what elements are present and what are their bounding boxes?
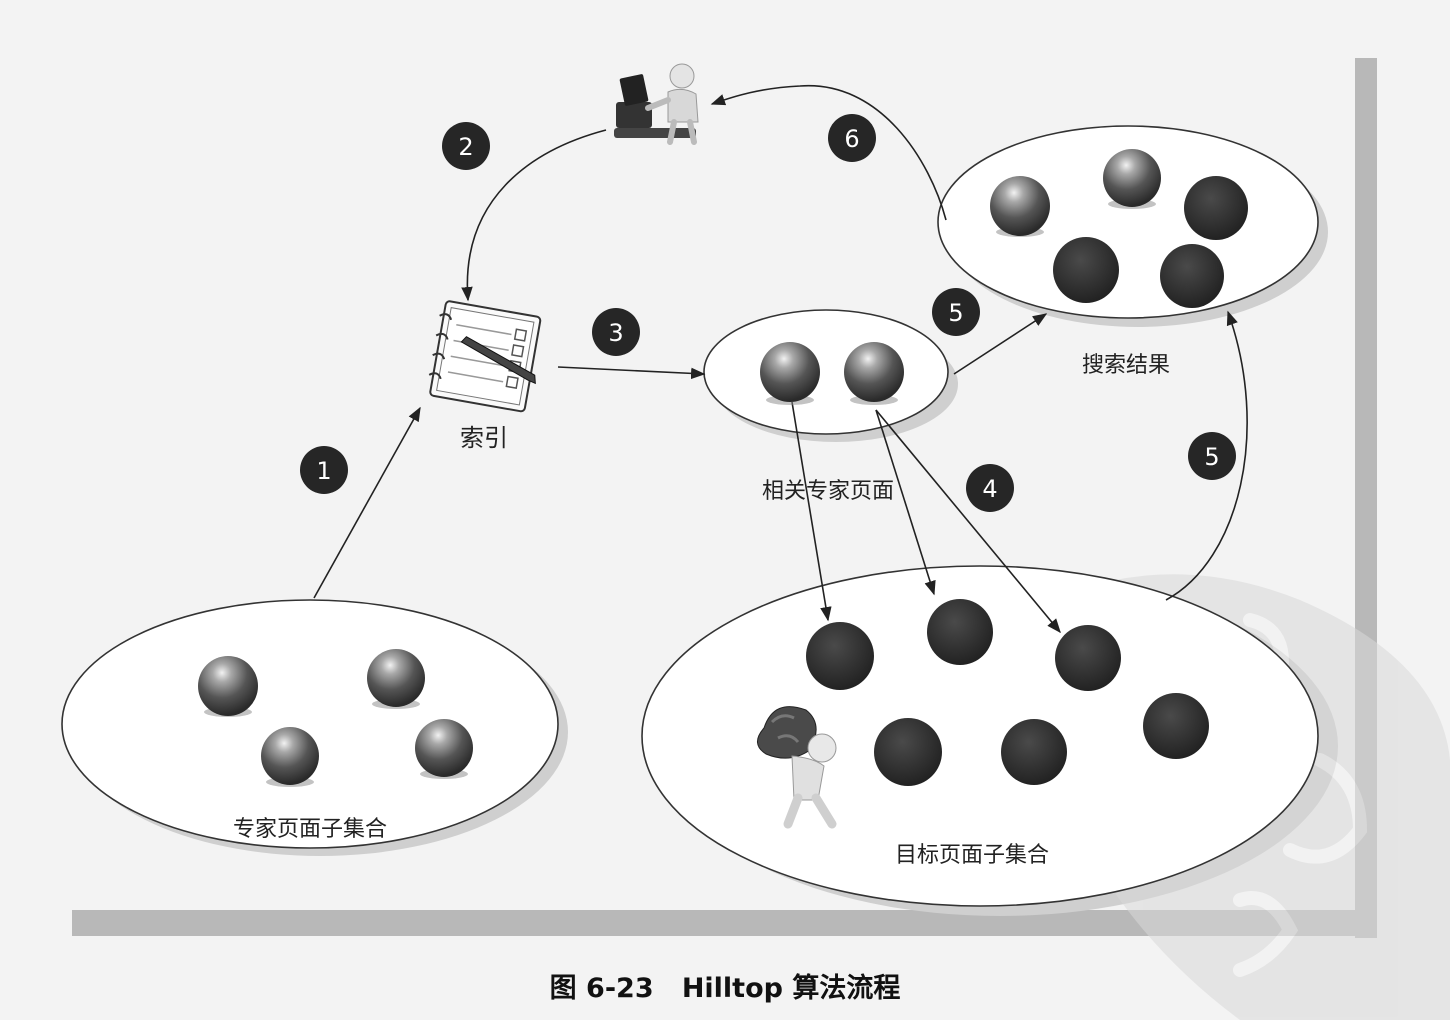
step-number: 3 bbox=[608, 319, 623, 347]
step-badge-3: 3 bbox=[592, 308, 640, 356]
related-expert-sphere bbox=[844, 342, 904, 402]
related-experts-label: 相关专家页面 bbox=[762, 479, 894, 504]
search-result-sphere bbox=[1160, 244, 1224, 308]
target-page-sphere bbox=[1055, 625, 1121, 691]
figure-caption: 图 6-23 Hilltop 算法流程 bbox=[0, 966, 1450, 1005]
target-subset-label: 目标页面子集合 bbox=[895, 843, 1049, 868]
step-badge-2: 2 bbox=[442, 122, 490, 170]
step-badge-6: 6 bbox=[828, 114, 876, 162]
related-expert-sphere bbox=[760, 342, 820, 402]
search-result-sphere bbox=[990, 176, 1050, 236]
arrow-step-1 bbox=[313, 406, 421, 599]
person-carrying-load-icon bbox=[757, 706, 837, 829]
expert-subset-pages bbox=[198, 649, 473, 787]
step-badge-4: 4 bbox=[966, 464, 1014, 512]
flow-arrows bbox=[313, 85, 1248, 634]
step-number: 5 bbox=[1204, 443, 1219, 471]
related-experts-ellipse bbox=[703, 309, 949, 435]
search-results-label: 搜索结果 bbox=[1082, 353, 1170, 378]
expert-page-sphere bbox=[415, 719, 473, 777]
step-badge-5b: 5 bbox=[1188, 432, 1236, 480]
step-number: 4 bbox=[982, 475, 997, 503]
step-badge-5a: 5 bbox=[932, 288, 980, 336]
step-number: 5 bbox=[948, 299, 963, 327]
search-result-sphere bbox=[1184, 176, 1248, 240]
arrow-step-6 bbox=[710, 85, 947, 221]
target-page-sphere bbox=[1001, 719, 1067, 785]
search-result-pages bbox=[990, 149, 1248, 308]
arrow-step-4b bbox=[875, 409, 936, 596]
expert-subset-label: 专家页面子集合 bbox=[233, 817, 387, 842]
step-number: 2 bbox=[458, 133, 473, 161]
expert-subset-ellipse bbox=[61, 599, 559, 849]
search-result-sphere bbox=[1103, 149, 1161, 207]
expert-page-sphere bbox=[198, 656, 258, 716]
expert-page-sphere bbox=[261, 727, 319, 785]
target-page-sphere bbox=[927, 599, 993, 665]
figure-number: 图 6-23 bbox=[549, 973, 654, 1004]
expert-page-sphere bbox=[367, 649, 425, 707]
arrow-step-5a bbox=[953, 313, 1048, 375]
arrow-step-5b bbox=[1165, 310, 1248, 601]
arrow-step-3 bbox=[557, 366, 706, 380]
arrow-step-4a bbox=[791, 401, 832, 622]
step-badge-1: 1 bbox=[300, 446, 348, 494]
arrow-step-4c bbox=[875, 409, 1061, 634]
step-number: 1 bbox=[316, 457, 331, 485]
notebook-pen-icon bbox=[428, 300, 542, 413]
related-expert-pages bbox=[760, 342, 904, 405]
user-at-computer-icon bbox=[614, 63, 699, 145]
target-page-sphere bbox=[874, 718, 942, 786]
target-subset-pages bbox=[806, 599, 1209, 786]
figure-title: Hilltop 算法流程 bbox=[681, 973, 901, 1004]
search-result-sphere bbox=[1053, 237, 1119, 303]
step-number: 6 bbox=[844, 125, 859, 153]
index-label: 索引 bbox=[460, 424, 508, 452]
target-page-sphere bbox=[806, 622, 874, 690]
arrow-step-2 bbox=[461, 129, 607, 302]
target-page-sphere bbox=[1143, 693, 1209, 759]
